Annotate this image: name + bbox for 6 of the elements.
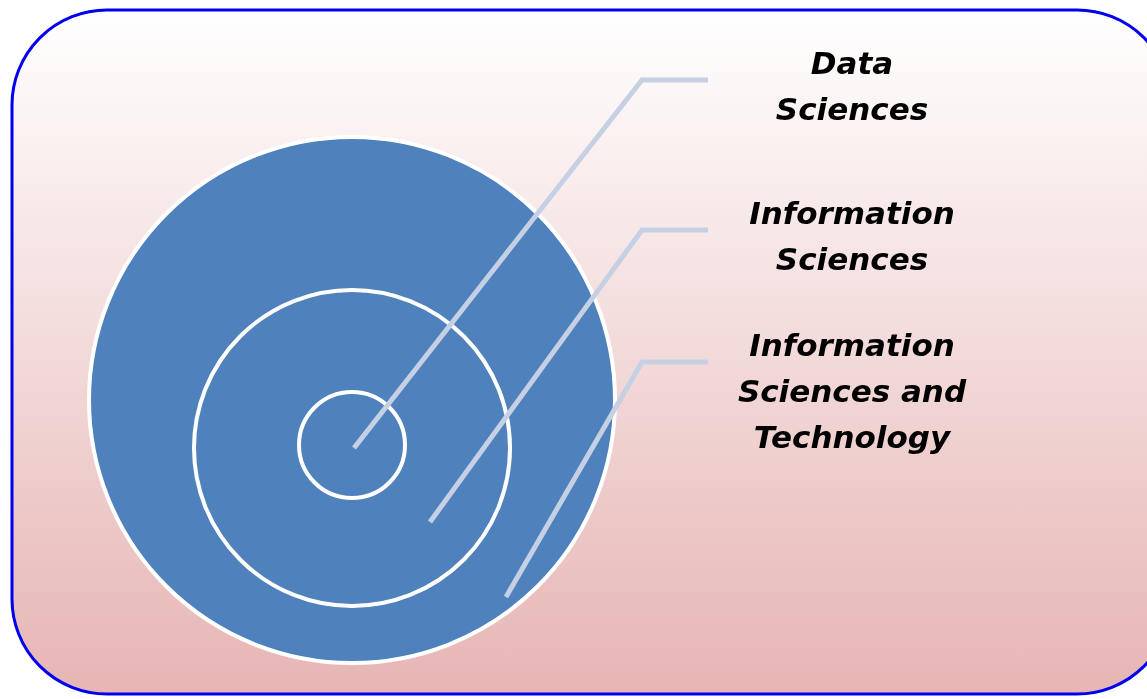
label-text: Data Sciences bbox=[774, 44, 930, 129]
leader-line bbox=[503, 359, 708, 599]
leader-line bbox=[427, 227, 708, 524]
leader-line bbox=[352, 77, 708, 450]
label-text: Information Sciences and Technology bbox=[736, 326, 968, 457]
label-text: Information Sciences bbox=[748, 194, 956, 279]
